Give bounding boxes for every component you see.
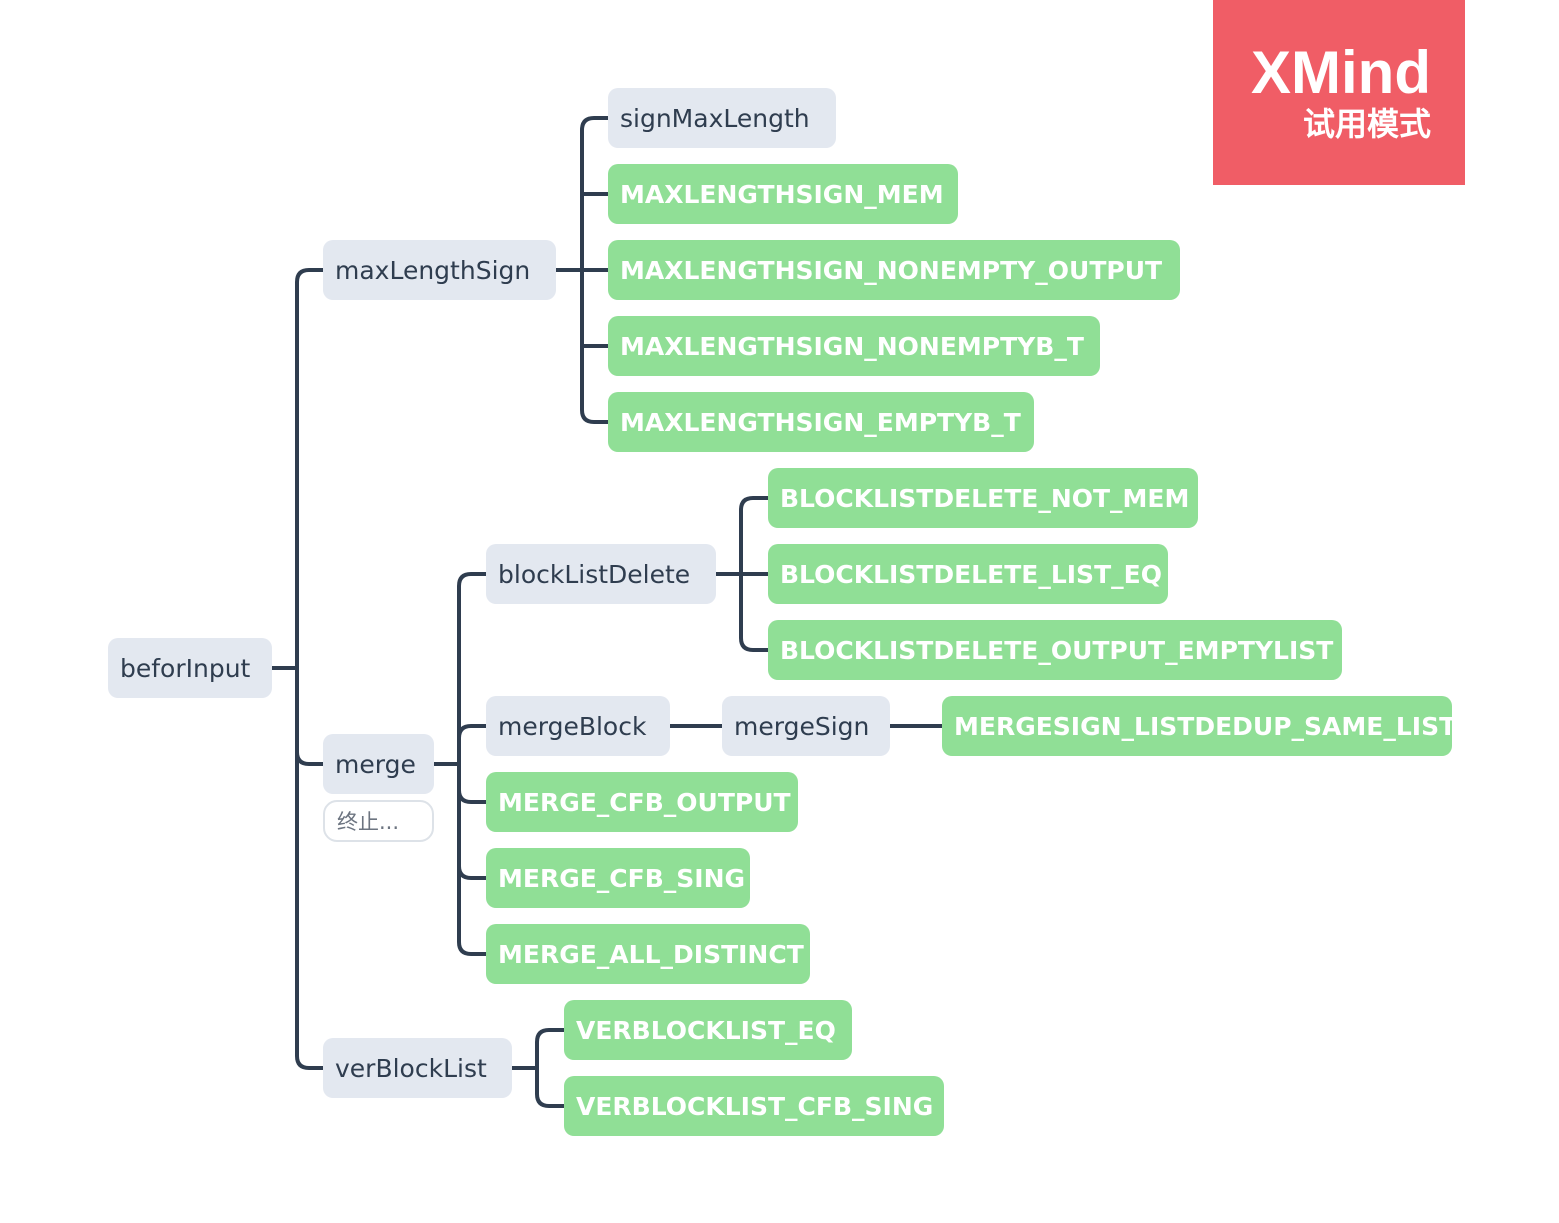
node-verblocklist[interactable]: verBlockList <box>323 1038 512 1098</box>
node-blocklistdelete-not-mem[interactable]: BLOCKLISTDELETE_NOT_MEM <box>768 468 1198 528</box>
node-verblocklist-eq[interactable]: VERBLOCKLIST_EQ <box>564 1000 852 1060</box>
node-signmaxlength[interactable]: signMaxLength <box>608 88 836 148</box>
node-maxlengthsign[interactable]: maxLengthSign <box>323 240 556 300</box>
link-verblocklist-children <box>510 1028 566 1108</box>
node-merge[interactable]: merge <box>323 734 434 794</box>
node-verblocklist-cfb-sing[interactable]: VERBLOCKLIST_CFB_SING <box>564 1076 944 1136</box>
watermark-title: XMind <box>1251 38 1431 106</box>
trial-mode-watermark: XMind 试用模式 <box>1213 0 1465 185</box>
node-blocklistdelete[interactable]: blockListDelete <box>486 544 716 604</box>
node-mergesign-listdedup-same-list[interactable]: MERGESIGN_LISTDEDUP_SAME_LIST <box>942 696 1456 756</box>
node-merge-cfb-output[interactable]: MERGE_CFB_OUTPUT <box>486 772 798 832</box>
node-maxlengthsign-nonemptyb-t[interactable]: MAXLENGTHSIGN_NONEMPTYB_T <box>608 316 1100 376</box>
node-mergeblock[interactable]: mergeBlock <box>486 696 670 756</box>
node-mergesign[interactable]: mergeSign <box>722 696 890 756</box>
node-merge-all-distinct[interactable]: MERGE_ALL_DISTINCT <box>486 924 810 984</box>
node-merge-cfb-sing[interactable]: MERGE_CFB_SING <box>486 848 750 908</box>
link-merge-children <box>432 572 488 956</box>
link-maxlengthsign-children <box>554 116 610 424</box>
node-merge-label-tag[interactable]: 终止... <box>323 800 434 842</box>
link-blocklistdelete-children <box>714 496 770 652</box>
watermark-subtitle: 试用模式 <box>1302 104 1431 143</box>
link-root-branches <box>270 268 325 1070</box>
node-root-beforinput[interactable]: beforInput <box>108 638 272 698</box>
node-blocklistdelete-list-eq[interactable]: BLOCKLISTDELETE_LIST_EQ <box>768 544 1168 604</box>
node-blocklistdelete-output-emptylist[interactable]: BLOCKLISTDELETE_OUTPUT_EMPTYLIST <box>768 620 1342 680</box>
node-maxlengthsign-nonempty-output[interactable]: MAXLENGTHSIGN_NONEMPTY_OUTPUT <box>608 240 1180 300</box>
node-maxlengthsign-mem[interactable]: MAXLENGTHSIGN_MEM <box>608 164 958 224</box>
node-maxlengthsign-emptyb-t[interactable]: MAXLENGTHSIGN_EMPTYB_T <box>608 392 1034 452</box>
